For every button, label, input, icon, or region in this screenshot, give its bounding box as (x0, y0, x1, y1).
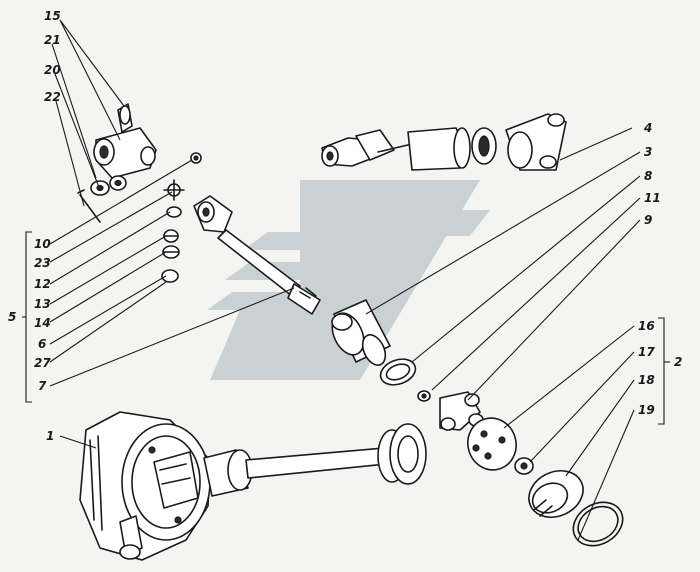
lower-steering-shaft (203, 423, 427, 497)
label-19: 19 (638, 403, 655, 417)
label-5: 5 (8, 310, 16, 324)
upper-intermediate-shaft (321, 113, 567, 171)
middle-shaft (193, 195, 321, 315)
ring-part-8 (379, 358, 417, 386)
label-8: 8 (644, 169, 652, 183)
yoke-part-9 (439, 391, 484, 431)
label-20: 20 (44, 63, 61, 77)
label-18: 18 (638, 373, 655, 387)
sleeve-part-3 (331, 299, 391, 366)
upper-yoke-part (93, 103, 157, 179)
label-3: 3 (644, 145, 652, 159)
label-7: 7 (38, 379, 47, 393)
label-12: 12 (34, 277, 51, 291)
bolt-part-22 (77, 189, 101, 223)
spider-cross-part (163, 152, 202, 201)
nut-part-11 (417, 390, 431, 402)
label-15: 15 (44, 9, 61, 23)
label-14: 14 (34, 316, 51, 330)
part-labels: 15 21 20 22 10 23 12 13 14 6 27 7 5 4 3 … (8, 9, 682, 443)
label-23: 23 (34, 256, 51, 270)
label-13: 13 (34, 297, 51, 311)
label-27: 27 (34, 356, 51, 370)
label-1: 1 (46, 429, 54, 443)
label-4: 4 (643, 121, 652, 135)
steering-gear-housing (79, 411, 211, 561)
flange-disk-part-16 (467, 417, 517, 471)
label-11: 11 (644, 191, 661, 205)
label-21: 21 (44, 33, 61, 47)
label-2: 2 (674, 355, 682, 369)
ring-stack-parts (161, 206, 182, 283)
bushing-part-17 (514, 457, 534, 475)
label-10: 10 (34, 237, 51, 251)
leader-lines (22, 19, 670, 541)
label-6: 6 (38, 337, 46, 351)
label-16: 16 (638, 319, 655, 333)
label-22: 22 (44, 90, 61, 104)
bearing-ring-part-18 (528, 470, 584, 518)
label-17: 17 (638, 345, 655, 359)
label-9: 9 (644, 213, 652, 227)
washer-part-20 (90, 175, 127, 196)
